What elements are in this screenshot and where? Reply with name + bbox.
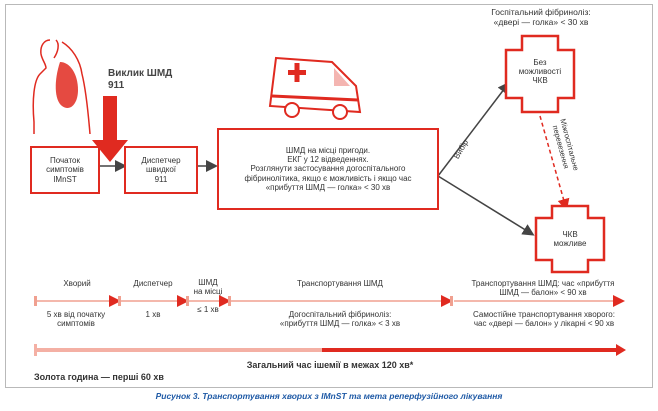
hospital-fibrinolysis-label: Госпітальний фібриноліз: «двері — голка»… — [491, 7, 591, 27]
arrow-interhospital — [539, 115, 570, 211]
patient-illustration — [32, 39, 91, 135]
call-arrow — [92, 96, 128, 162]
symptom-onset-box: Початок симптомів IMnST — [30, 146, 100, 194]
figure-caption: Рисунок 3. Транспортування хворих з IMnS… — [155, 391, 503, 401]
phase-patient-detail: 5 хв від початку симптомів — [46, 310, 106, 329]
chest-pain-highlight — [55, 62, 78, 109]
total-ischemia-label: Загальний час ішемії в межах 120 хв* — [246, 360, 414, 370]
phase-ems-scene-detail: ≤ 1 хв — [197, 305, 219, 314]
phase-ems-transport-detail: Догоспітальний фібриноліз: «прибуття ШМД… — [279, 310, 401, 329]
ambulance-icon — [268, 56, 362, 120]
golden-hour-label: Золота година — перші 60 хв — [34, 372, 164, 382]
pci-hospital-label: ЧКВ можливе — [553, 230, 587, 249]
arrow-to-pci — [437, 175, 535, 236]
ems-on-scene-box: ШМД на місці пригоди. ЕКГ у 12 відведенн… — [217, 128, 439, 210]
phase-dispatcher-title: Диспетчер — [133, 279, 173, 288]
phase-patient-title: Хворий — [63, 279, 91, 288]
pci-hospital-cross — [534, 204, 606, 274]
no-pci-hospital-label: Без можливості ЧКВ — [518, 58, 562, 86]
no-pci-hospital-cross — [504, 34, 576, 114]
phase-hospital-title: Транспортування ШМД: час «прибуття ШМД —… — [471, 279, 615, 298]
call-911-label: Виклик ШМД 911 — [108, 68, 173, 91]
phase-dispatcher-detail: 1 хв — [145, 310, 161, 319]
dispatcher-box: Диспетчер швидкої 911 — [124, 146, 198, 194]
phase-hospital-detail: Самостійне транспортування хворого: час … — [473, 310, 615, 329]
phase-ems-transport-title: Транспортування ШМД — [297, 279, 383, 288]
phase-ems-scene-title: ШМД на місці — [193, 278, 223, 297]
arrow-to-no-pci — [437, 81, 510, 177]
